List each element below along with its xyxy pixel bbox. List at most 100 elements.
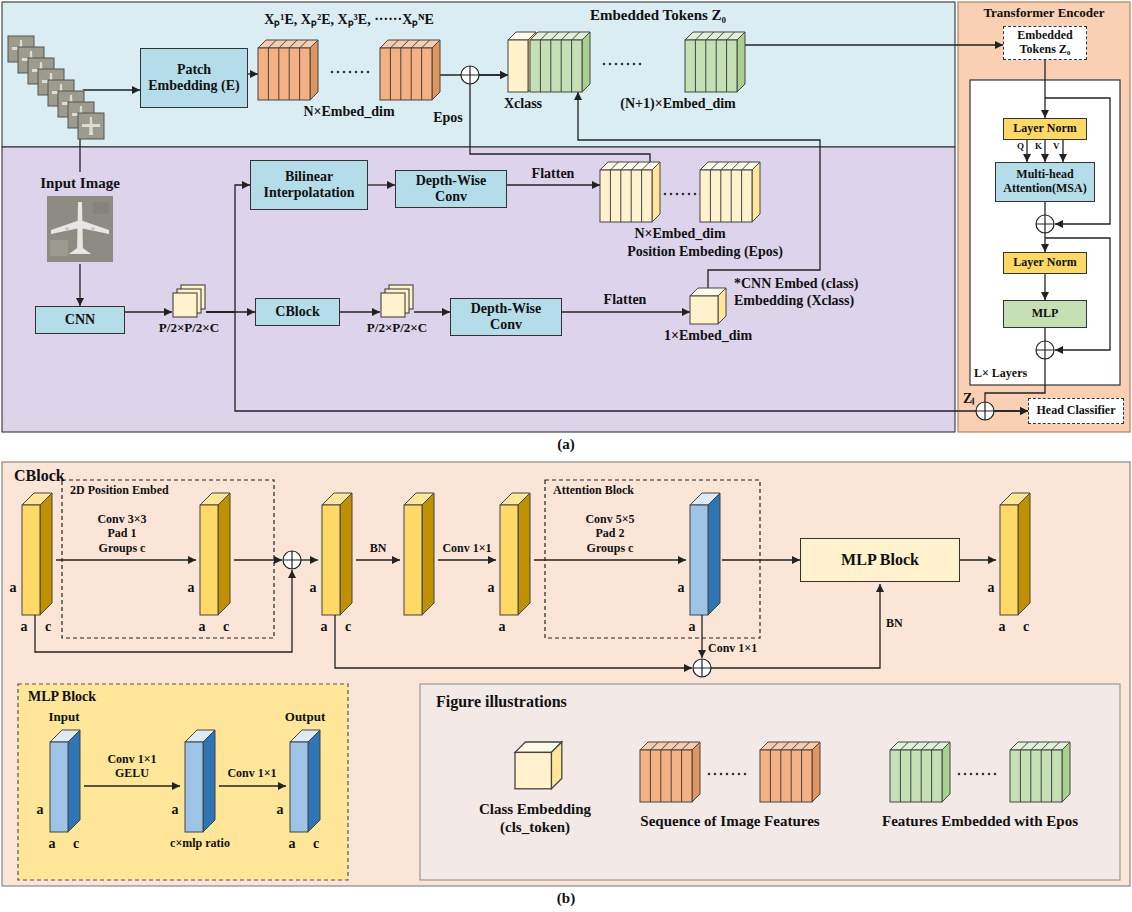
flow-arrow: [35, 570, 292, 652]
annotation-label: a: [199, 619, 206, 636]
annotation-label: a: [37, 802, 44, 819]
panel-title: MLP Block: [28, 689, 96, 706]
box-label: Depth-Wise Conv: [401, 173, 501, 205]
annotation-label: c: [1023, 619, 1029, 636]
legend-sample: [640, 742, 700, 802]
group-box-outline: [545, 480, 760, 638]
sum-node: [976, 402, 994, 420]
flow-arrow: [722, 559, 760, 560]
shape-label: *CNN Embed (class) Embedding (Xclass): [734, 276, 904, 310]
patch-stack: [78, 113, 104, 139]
annotation-label: a: [188, 580, 195, 597]
shape-label: Position Embeding (Epos): [627, 244, 783, 261]
legend-label: Class Embedding (cls_token): [460, 800, 610, 836]
annotation-label: BN: [370, 541, 387, 555]
connector-arrow: [368, 184, 395, 185]
legend-sample: [1010, 742, 1070, 802]
box-label: Multi-head Attention(MSA): [1001, 168, 1089, 196]
cblock-slabs: [290, 730, 320, 832]
token-bars: [685, 32, 745, 92]
cblock-slabs: [1000, 493, 1030, 615]
annotation-label: c: [223, 619, 229, 636]
annotation-label: Xclass: [504, 96, 542, 113]
patch-stack: [8, 36, 104, 139]
connector-arrow: [760, 559, 800, 560]
embedding-panel: [2, 2, 955, 147]
sum-node: [1036, 341, 1054, 359]
legend-sample: [958, 773, 997, 776]
annotation-label: c: [45, 619, 51, 636]
mlp-box: MLP: [1003, 300, 1087, 328]
annotation-label: a: [172, 802, 179, 819]
token-bars: [530, 32, 590, 92]
annotation-label: Conv 5×5 Pad 2 Groups c: [577, 512, 643, 555]
legend-sample: [890, 742, 950, 802]
edge-label: Flatten: [604, 292, 647, 309]
encoder-block-outline: [970, 80, 1120, 385]
class-token: 1×Embed_dim*CNN Embed (class) Embedding …: [690, 288, 726, 324]
panel-title: CBlock: [14, 466, 65, 485]
connector-arrow: [1044, 140, 1045, 162]
flow-arrow: [960, 559, 996, 560]
annotation-label: Input: [48, 709, 79, 725]
flow-arrow: [56, 559, 196, 560]
encoder-panel-outline: [958, 2, 1130, 432]
connector-arrow: [125, 311, 172, 312]
connector-arrow: [1044, 60, 1045, 118]
annotation-label: Conv 3×3 Pad 1 Groups c: [89, 512, 155, 555]
legend-label: Sequence of Image Features: [640, 812, 819, 830]
sum-node: [693, 659, 711, 677]
airplane-image: [50, 240, 68, 256]
legend-panel-outline: [420, 684, 1120, 880]
token-bars: [664, 193, 703, 196]
panel-title: 2D Position Embed: [70, 483, 169, 497]
token-bars: [380, 40, 440, 100]
token-sequence: N×Embed_dimPosition Embeding (Epos): [600, 162, 760, 222]
annotation-label: a: [488, 580, 495, 597]
panel-title: Attention Block: [553, 483, 634, 497]
flow-arrow: [534, 559, 686, 560]
flow-arrow: [301, 559, 318, 560]
legend-sample: [515, 742, 562, 789]
connector-arrow: [340, 311, 380, 312]
legend-label: Features Embedded with Epos: [882, 812, 1078, 830]
annotation-label: a: [21, 619, 28, 636]
patch-stack: [8, 36, 104, 139]
annotation-label: a: [988, 580, 995, 597]
connector-arrow: [206, 312, 1028, 411]
shape-label: N×Embed_dim: [303, 104, 394, 121]
process-box: CBlock: [255, 298, 340, 326]
connector-arrow: [206, 185, 250, 312]
group-box: Attention Block: [545, 480, 760, 638]
residual-wire: [1045, 98, 1110, 385]
cblock-panel-outline: [2, 462, 1130, 886]
attention-box: Multi-head Attention(MSA): [995, 162, 1095, 202]
cblock-slabs: [50, 730, 80, 832]
cblock-slabs: [404, 493, 434, 615]
annotation-label: (a): [557, 435, 575, 453]
edge-label: K: [1035, 141, 1042, 152]
connector-arrow: [745, 44, 1003, 45]
connector-arrow: [562, 311, 690, 312]
shape-label: Xₚ¹E, Xₚ²E, Xₚ³E, ······XₚᴺE: [264, 12, 434, 29]
annotation-label: a: [499, 619, 506, 636]
residual-wire: [1045, 98, 1110, 224]
process-box: Bilinear Interpolatation: [250, 160, 368, 210]
token-bars: [173, 285, 205, 317]
legend-panel: Figure illustrations: [420, 684, 1120, 880]
token-bars: [258, 40, 318, 100]
process-box: CNN: [35, 306, 125, 334]
flow-arrow: [335, 615, 692, 668]
box-label: CNN: [41, 312, 119, 328]
flow-arrow: [84, 785, 180, 786]
process-box: Patch Embedding (E): [140, 48, 248, 108]
token-bars: [690, 288, 726, 324]
flow-arrow: [701, 615, 702, 658]
annotation-label: a: [289, 836, 296, 853]
annotation-label: Output: [285, 709, 325, 725]
input-image: Input Image: [30, 172, 130, 264]
token-sequence: Xₚ¹E, Xₚ²E, Xₚ³E, ······XₚᴺEN×Embed_dim: [258, 40, 440, 100]
encoder-panel: Transformer EncoderEmbedded Tokens Z₀L× …: [958, 2, 1130, 432]
